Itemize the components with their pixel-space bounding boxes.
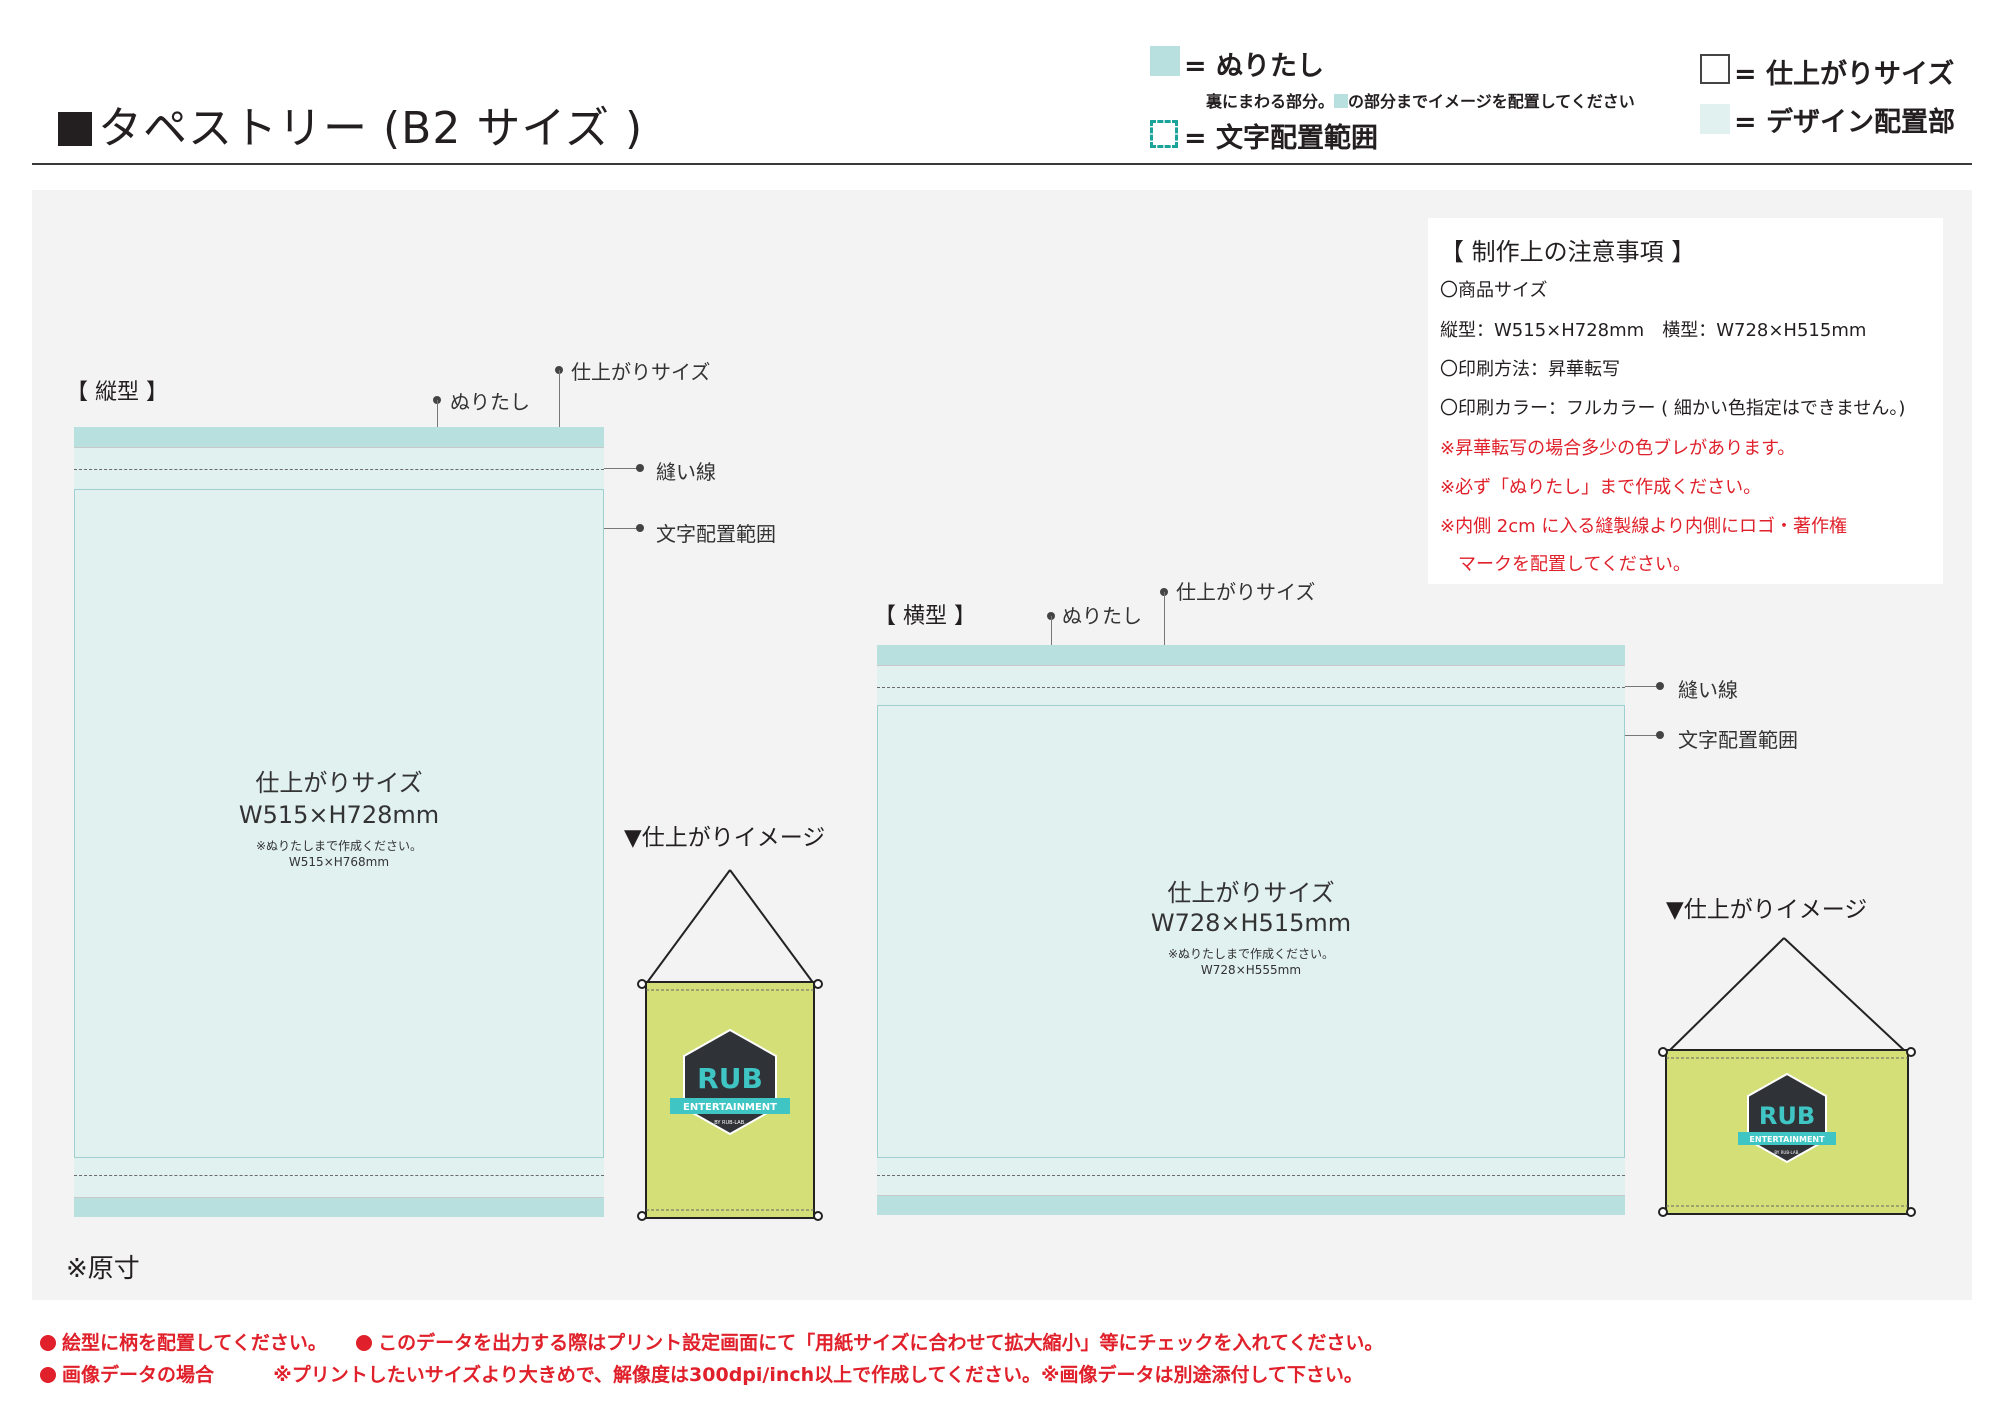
header-rule	[32, 163, 1972, 165]
h-text-area-line-bottom	[877, 1157, 1625, 1158]
notes-warning: ※内側 2cm に入る縫製線より内側にロゴ・著作権	[1440, 516, 1848, 537]
design-area-swatch	[1700, 104, 1730, 134]
h-text-area-left	[877, 705, 878, 1157]
vertical-template: 仕上がりサイズ W515×H728mm ※ぬりたしまで作成ください。 W515×…	[74, 427, 604, 1217]
horizontal-center-title: 仕上がりサイズ	[1167, 879, 1335, 907]
h-seam-line-top	[877, 687, 1625, 688]
design-area	[74, 447, 604, 1197]
h-text-area-line-top	[877, 705, 1625, 706]
notes-line: 〇印刷カラー：フルカラー ( 細かい色指定はできません。)	[1440, 398, 1906, 419]
horizontal-seam-label: 縫い線	[1678, 678, 1738, 702]
horizontal-template: 仕上がりサイズ W728×H515mm ※ぬりたしまで作成ください。 W728×…	[877, 645, 1625, 1215]
finish-line-bottom	[74, 1197, 604, 1198]
horizontal-finish-label: 仕上がりサイズ	[1176, 580, 1316, 604]
legend-finish-size: = 仕上がりサイズ	[1734, 59, 1955, 90]
h-bleed-pointer-line	[1051, 616, 1052, 645]
h-text-area-pointer-line	[1625, 735, 1659, 736]
notes-title: 【 制作上の注意事項 】	[1440, 238, 1696, 266]
title-square-icon	[58, 112, 92, 146]
vertical-seam-label: 縫い線	[656, 460, 716, 484]
vertical-heading: 【 縦型 】	[66, 380, 168, 405]
h-seam-pointer-line	[1625, 686, 1659, 687]
horizontal-text-area-label: 文字配置範囲	[1678, 728, 1798, 752]
footer-line-1: 絵型に柄を配置してください。 このデータを出力する際はプリント設定画面にて「用紙…	[40, 1328, 1383, 1355]
notes-warning: マークを配置してください。	[1440, 554, 1691, 575]
h-seam-line-bottom	[877, 1175, 1625, 1176]
horizontal-heading: 【 横型 】	[874, 604, 976, 629]
bleed-bottom	[74, 1197, 604, 1217]
seam-pointer-line	[604, 468, 638, 469]
notes-warning: ※必ず「ぬりたし」まで作成ください。	[1440, 477, 1762, 498]
legend-design-area: = デザイン配置部	[1734, 107, 1956, 138]
vertical-finish-image: RUB ENTERTAINMENT BY RUB-LAB.	[637, 869, 823, 1221]
seam-line-top	[74, 469, 604, 470]
red-bullet-icon	[40, 1367, 56, 1383]
legend-bleed: = ぬりたし	[1184, 51, 1325, 82]
vertical-image-title: ▼仕上がりイメージ	[624, 825, 826, 851]
logo-sub-text: BY RUB-LAB.	[714, 1120, 746, 1126]
vertical-center-note: ※ぬりたしまで作成ください。	[255, 839, 423, 853]
finish-pointer-line	[559, 370, 560, 446]
horizontal-center-size: W728×H515mm	[1150, 909, 1352, 937]
text-area-line-top	[74, 489, 604, 490]
finish-size-swatch	[1700, 54, 1730, 84]
horizontal-center-note: ※ぬりたしまで作成ください。	[1167, 947, 1335, 961]
h-logo-band-text: ENTERTAINMENT	[1749, 1135, 1825, 1144]
legend-text-area: = 文字配置範囲	[1184, 123, 1379, 154]
h-bleed-bottom	[877, 1195, 1625, 1215]
text-area-swatch	[1150, 120, 1178, 148]
horizontal-bleed-label: ぬりたし	[1062, 604, 1142, 628]
notes-line: 〇印刷方法：昇華転写	[1440, 359, 1620, 380]
legend-bleed-note: 裏にまわる部分。の部分までイメージを配置してください	[1206, 92, 1635, 111]
bleed-swatch	[1150, 46, 1180, 76]
finish-line-top	[74, 447, 604, 448]
notes-warning: ※昇華転写の場合多少の色ブレがあります。	[1440, 438, 1796, 459]
vertical-finish-label: 仕上がりサイズ	[571, 360, 711, 384]
text-area-pointer-dot	[636, 524, 644, 532]
notes-line: 〇商品サイズ	[1440, 280, 1548, 301]
page-title: タペストリー (B2 サイズ )	[58, 92, 643, 156]
vertical-center-size: W515×H728mm	[238, 801, 440, 829]
vertical-center-size2: W515×H768mm	[288, 855, 390, 869]
h-text-area-right	[1624, 705, 1625, 1157]
h-bleed-top	[877, 645, 1625, 665]
text-area-pointer-line	[604, 528, 638, 529]
text-area-right	[603, 489, 604, 1157]
notes-line: 縦型：W515×H728mm 横型：W728×H515mm	[1440, 320, 1867, 341]
h-finish-line-bottom	[877, 1195, 1625, 1196]
bleed-mini-swatch	[1334, 94, 1349, 108]
logo-band-text: ENTERTAINMENT	[683, 1102, 777, 1113]
vertical-text-area-label: 文字配置範囲	[656, 522, 776, 546]
h-logo-rub-text: RUB	[1759, 1102, 1815, 1130]
seam-pointer-dot	[636, 464, 644, 472]
bleed-top	[74, 427, 604, 447]
scale-note: ※原寸	[66, 1254, 140, 1284]
h-finish-line-top	[877, 665, 1625, 666]
logo-rub-text: RUB	[697, 1062, 763, 1095]
h-logo-sub-text: BY RUB-LAB.	[1774, 1150, 1799, 1155]
h-design-area	[877, 665, 1625, 1195]
red-bullet-icon	[40, 1335, 56, 1351]
horizontal-center-size2: W728×H555mm	[1200, 963, 1302, 977]
footer-line-2: 画像データの場合 ※プリントしたいサイズより大きめで、解像度は300dpi/in…	[40, 1360, 1363, 1387]
text-area-line-bottom	[74, 1157, 604, 1158]
text-area-left	[74, 489, 75, 1157]
horizontal-finish-image: RUB ENTERTAINMENT BY RUB-LAB.	[1658, 937, 1916, 1217]
h-finish-pointer-line	[1164, 592, 1165, 664]
vertical-center-title: 仕上がりサイズ	[255, 769, 423, 797]
bleed-pointer-line	[437, 400, 438, 427]
vertical-bleed-label: ぬりたし	[450, 390, 530, 414]
seam-line-bottom	[74, 1175, 604, 1176]
h-text-area-pointer-dot	[1656, 731, 1664, 739]
horizontal-image-title: ▼仕上がりイメージ	[1666, 897, 1868, 923]
production-notes: 【 制作上の注意事項 】 〇商品サイズ 縦型：W515×H728mm 横型：W7…	[1428, 218, 1943, 584]
red-bullet-icon	[356, 1335, 373, 1351]
h-seam-pointer-dot	[1656, 682, 1664, 690]
